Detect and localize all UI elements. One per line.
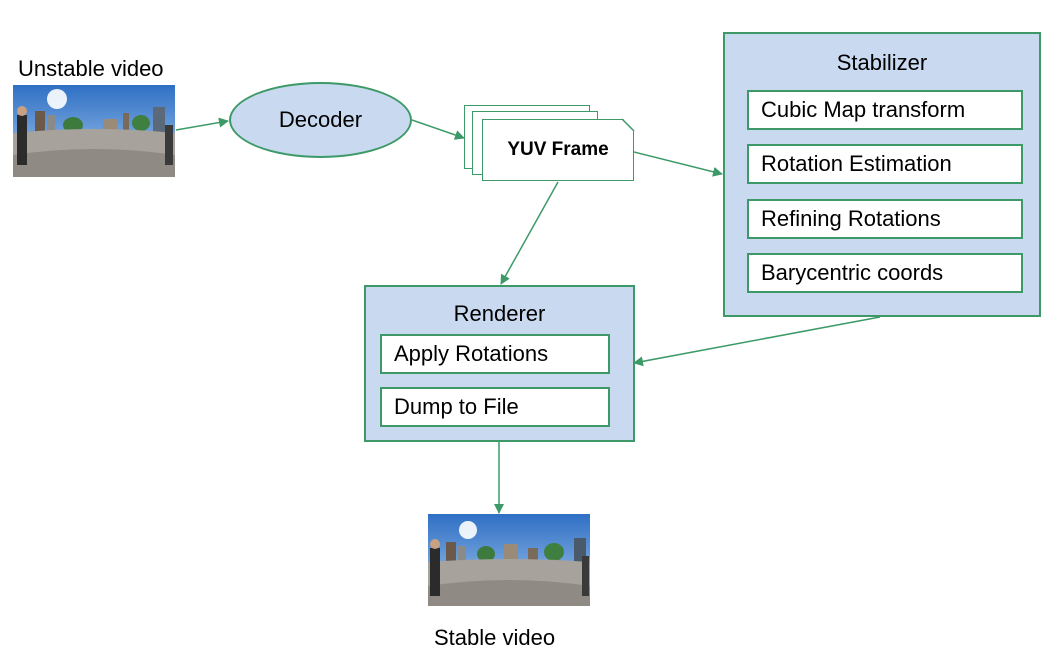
renderer-box: Renderer Apply Rotations Dump to File: [364, 285, 635, 442]
output-video-thumbnail: [428, 514, 590, 606]
stabilizer-step-refining-rotations: Refining Rotations: [747, 199, 1023, 239]
renderer-title: Renderer: [453, 301, 546, 326]
decoder-node: Decoder: [229, 82, 412, 158]
stabilizer-step-barycentric-coords: Barycentric coords: [747, 253, 1023, 293]
stabilizer-title: Stabilizer: [836, 50, 928, 75]
stabilizer-box: Stabilizer Cubic Map transform Rotation …: [723, 32, 1041, 317]
input-video-thumbnail: [13, 85, 175, 177]
output-video-label: Stable video: [434, 625, 556, 650]
renderer-step-dump-to-file: Dump to File: [380, 387, 610, 427]
arrow-video-to-decoder: [175, 117, 229, 131]
arrow-frame-to-renderer: [500, 181, 559, 285]
arrow-frame-to-stabilizer: [633, 151, 723, 177]
arrow-stabilizer-to-renderer: [633, 316, 881, 367]
yuv-frame-stack: YUV Frame: [464, 105, 636, 183]
arrow-decoder-to-frame: [411, 119, 465, 140]
input-video-label: Unstable video: [18, 56, 164, 81]
renderer-step-apply-rotations: Apply Rotations: [380, 334, 610, 374]
stabilizer-step-cubic-map: Cubic Map transform: [747, 90, 1023, 130]
stabilizer-step-rotation-estimation: Rotation Estimation: [747, 144, 1023, 184]
frame-front: [482, 119, 634, 181]
yuv-frame-label: YUV Frame: [507, 139, 609, 160]
